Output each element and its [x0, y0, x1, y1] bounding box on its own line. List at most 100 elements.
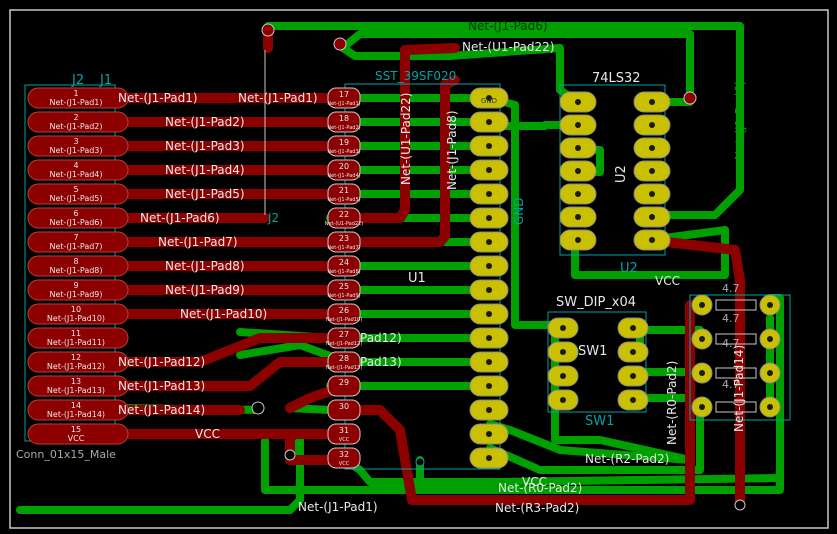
header-pin-net: Net-(J1-Pad6) [49, 218, 102, 227]
resistor-pad[interactable] [691, 328, 713, 350]
trace-label-pad13: Pad13) [360, 355, 402, 369]
u1-pad-right[interactable] [469, 87, 509, 109]
u2-pad[interactable] [633, 114, 671, 136]
header-pin-net: Net-(J1-Pad8) [49, 266, 102, 275]
u1-pad-number: 23 [339, 234, 349, 243]
u1-pad-right[interactable] [469, 207, 509, 229]
header-pin-net: VCC [68, 434, 85, 443]
u1-pad-number: 18 [339, 114, 349, 123]
sw1-pad[interactable] [547, 317, 579, 339]
sw1-pad[interactable] [617, 341, 649, 363]
u1-pad-right[interactable] [469, 351, 509, 373]
glabel-vcc-mid: VCC [655, 274, 680, 288]
u1-pad-right[interactable] [469, 183, 509, 205]
sw1-pad[interactable] [617, 317, 649, 339]
u1-pad-net: Net-(J1-Pad13) [326, 365, 362, 371]
u2-pad[interactable] [633, 160, 671, 182]
header-pin-number: 13 [71, 377, 81, 386]
sw1-pad[interactable] [547, 341, 579, 363]
sw1-pad[interactable] [547, 365, 579, 387]
u2-pad[interactable] [633, 137, 671, 159]
trace-label-2: Net-(J1-Pad2) [165, 115, 245, 129]
u2-pad[interactable] [633, 206, 671, 228]
u1-pad-right[interactable] [469, 159, 509, 181]
sw1-pad[interactable] [617, 365, 649, 387]
u1-pad-right[interactable] [469, 423, 509, 445]
resistor-pad[interactable] [759, 362, 781, 384]
resistor-pad[interactable] [691, 362, 713, 384]
resistor-pad[interactable] [759, 328, 781, 350]
u1-pad-right[interactable] [469, 255, 509, 277]
header-pin-net: Net-(J1-Pad10) [47, 314, 105, 323]
resistor-pad[interactable] [691, 396, 713, 418]
u2-pad[interactable] [633, 229, 671, 251]
u1-pad-right[interactable] [469, 303, 509, 325]
sw1-pad[interactable] [617, 389, 649, 411]
u2-pad[interactable] [559, 137, 597, 159]
u2-pad[interactable] [559, 160, 597, 182]
u1-pad-right[interactable] [469, 135, 509, 157]
u1-pad-right[interactable] [469, 375, 509, 397]
u1-pad-right[interactable] [469, 279, 509, 301]
u2-pad[interactable] [633, 183, 671, 205]
u1-pad-right[interactable] [469, 231, 509, 253]
u2-pad[interactable] [559, 229, 597, 251]
vlabel-j1-pad14: Net-(J1-Pad14) [732, 345, 746, 432]
u2-pad[interactable] [559, 206, 597, 228]
resistor-pad[interactable] [759, 294, 781, 316]
glabel-u1-pad22: Net-(U1-Pad22) [462, 40, 554, 54]
u2-pad[interactable] [559, 91, 597, 113]
u2-pad[interactable] [633, 91, 671, 113]
sw1-pad[interactable] [547, 389, 579, 411]
resistor-pad[interactable] [691, 294, 713, 316]
u2-pad[interactable] [559, 183, 597, 205]
u1-pad-right[interactable] [469, 399, 509, 421]
trace-label-7: Net-(J1-Pad7) [158, 235, 238, 249]
ref-u2: U2 [620, 261, 638, 276]
u2-pad[interactable] [559, 114, 597, 136]
resistor-pad[interactable] [759, 396, 781, 418]
u1-pad-right[interactable] [469, 327, 509, 349]
header-pin-number: 9 [73, 281, 78, 290]
u1-pad-right[interactable] [469, 447, 509, 469]
blabel-r0: Net-(R0-Pad2) [498, 481, 582, 495]
u1-pad-right[interactable] [469, 111, 509, 133]
u1-pad-left[interactable]: 30 [327, 399, 361, 421]
ref-sst: SST_39SF020 [375, 69, 456, 83]
u1-pad-left[interactable]: 29 [327, 375, 361, 397]
vlabel-j1-pad8: Net-(J1-Pad8) [445, 110, 459, 190]
ref-j1: J1 [99, 73, 112, 88]
u1-pad-net: Net-(J1-Pad12) [326, 341, 362, 347]
vlabel-r0-pad2: Net-(R0-Pad2) [665, 361, 679, 445]
